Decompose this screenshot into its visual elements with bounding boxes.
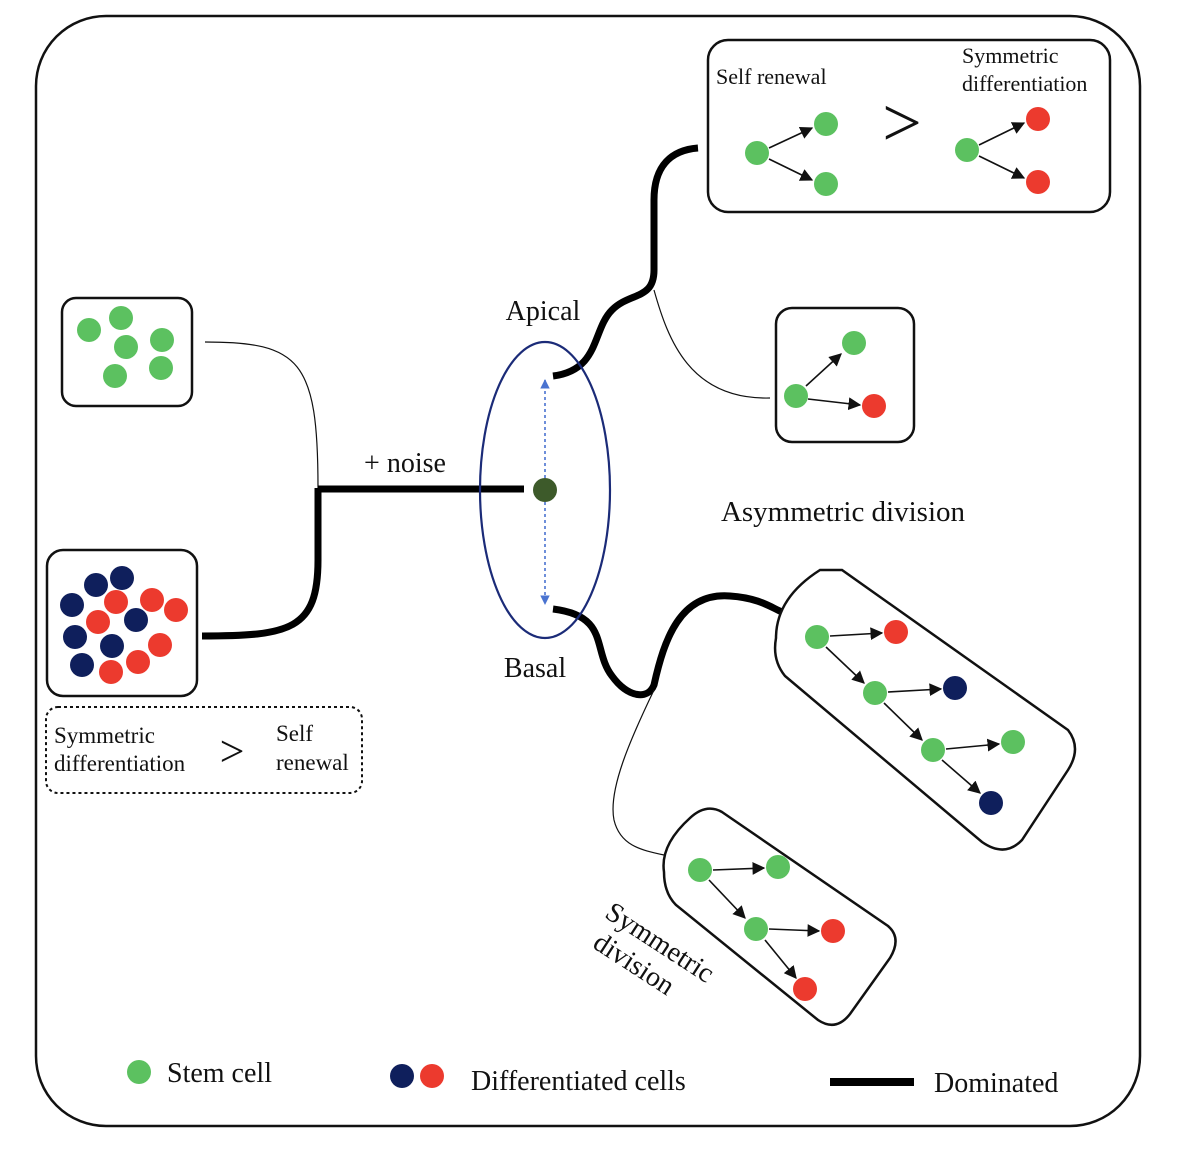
top-self-renewal-label: Self renewal xyxy=(716,64,827,89)
navy-cell xyxy=(84,573,108,597)
left-symmetric-line2: differentiation xyxy=(54,751,186,776)
top-symmetric-line1: Symmetric xyxy=(962,43,1059,68)
apical-outcome-box: Self renewal Symmetric differentiation > xyxy=(706,38,1112,214)
legend-differentiated-label: Differentiated cells xyxy=(471,1066,686,1097)
basal-dominant-box xyxy=(773,568,1077,851)
top-symmetric-line2: differentiation xyxy=(962,71,1087,96)
cell-ellipse xyxy=(478,340,612,640)
red-cell xyxy=(104,590,128,614)
stem-cell xyxy=(744,917,768,941)
stem-cell xyxy=(814,172,838,196)
red-cell xyxy=(148,633,172,657)
red-cell xyxy=(821,919,845,943)
navy-cell xyxy=(979,791,1003,815)
dominant-connector-basal xyxy=(552,592,784,699)
stem-cell xyxy=(109,306,133,330)
stem-cell xyxy=(688,858,712,882)
basal-label: Basal xyxy=(504,653,566,684)
legend-stem-label: Stem cell xyxy=(167,1058,272,1089)
stem-cell xyxy=(955,138,979,162)
differentiated-population-box xyxy=(45,548,199,698)
stem-cell xyxy=(745,141,769,165)
stem-cell xyxy=(1001,730,1025,754)
stem-cell xyxy=(863,681,887,705)
red-cell xyxy=(86,610,110,634)
connectors xyxy=(201,144,784,856)
red-cell xyxy=(126,650,150,674)
stem-cell xyxy=(766,855,790,879)
dominant-connector-apical xyxy=(552,144,699,380)
red-cell xyxy=(884,620,908,644)
thin-connector-symmetric xyxy=(612,689,665,856)
stem-cell xyxy=(921,738,945,762)
dominant-connector-mixed-population xyxy=(201,488,322,640)
legend-red-swatch xyxy=(420,1064,444,1088)
red-cell xyxy=(140,588,164,612)
legend-stem-swatch xyxy=(127,1060,151,1084)
left-comparison-box: Symmetric differentiation > Self renewal xyxy=(45,706,363,794)
red-cell xyxy=(164,598,188,622)
noise-label: + noise xyxy=(364,448,446,479)
red-cell xyxy=(1026,170,1050,194)
stem-cell xyxy=(103,364,127,388)
stem-cell xyxy=(814,112,838,136)
red-cell xyxy=(793,977,817,1001)
stem-cell xyxy=(150,328,174,352)
stem-cell xyxy=(114,335,138,359)
navy-cell xyxy=(63,625,87,649)
asymmetric-division-label: Asymmetric division xyxy=(721,496,966,528)
navy-cell xyxy=(110,566,134,590)
stem-cell xyxy=(149,356,173,380)
navy-cell xyxy=(70,653,94,677)
legend: Stem cell Differentiated cells Dominated xyxy=(127,1058,1058,1099)
asymmetric-outcome-box xyxy=(774,306,916,444)
navy-cell xyxy=(943,676,967,700)
stem-population-box xyxy=(60,296,194,408)
thin-connector-asymmetric xyxy=(653,289,771,399)
stem-cell xyxy=(805,625,829,649)
dividing-cell xyxy=(533,478,557,502)
red-cell xyxy=(1026,107,1050,131)
outer-frame xyxy=(34,14,1142,1128)
left-symmetric-line1: Symmetric xyxy=(54,723,155,748)
thin-connector-stem-population xyxy=(204,341,319,489)
navy-cell xyxy=(124,608,148,632)
stem-cell xyxy=(784,384,808,408)
stem-cell xyxy=(77,318,101,342)
left-self-line2: renewal xyxy=(276,750,349,775)
navy-cell xyxy=(100,634,124,658)
navy-cell xyxy=(60,593,84,617)
legend-navy-swatch xyxy=(390,1064,414,1088)
stem-cell xyxy=(842,331,866,355)
symmetric-division-box xyxy=(662,807,897,1027)
left-self-line1: Self xyxy=(276,721,313,746)
top-comparator: > xyxy=(882,85,921,162)
red-cell xyxy=(99,660,123,684)
left-comparator: > xyxy=(220,727,245,776)
red-cell xyxy=(862,394,886,418)
legend-dominated-label: Dominated xyxy=(934,1068,1058,1099)
apical-label: Apical xyxy=(506,296,581,327)
